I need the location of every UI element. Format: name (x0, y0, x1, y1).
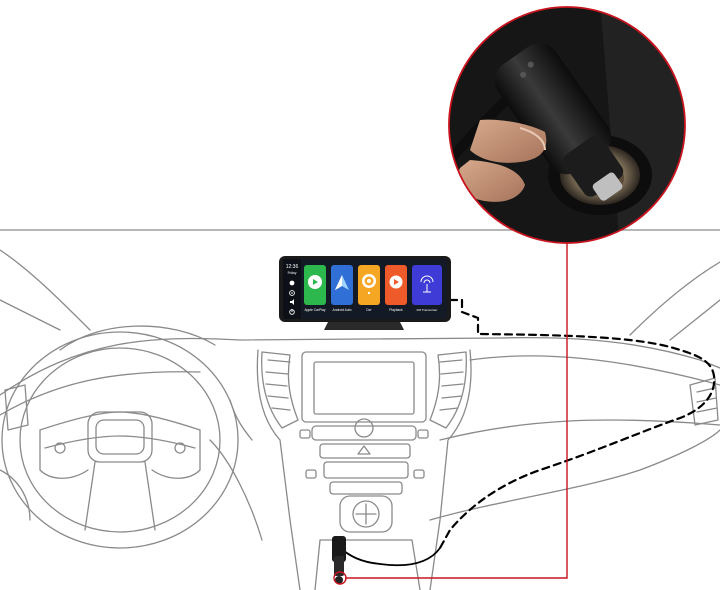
sidebar-icons (289, 280, 295, 315)
cluster-hood (59, 325, 216, 351)
head-unit-screen (313, 361, 415, 415)
dash-trim (229, 399, 253, 441)
app-label: Apple CarPlay (304, 308, 325, 312)
status-date: Friday (288, 271, 297, 275)
volume-icon[interactable] (290, 299, 294, 305)
app-tile-dvr[interactable]: Dvr (358, 265, 380, 312)
a-pillar-left-inner (0, 299, 61, 331)
callout-line (345, 232, 568, 579)
dashboard-top (0, 336, 720, 396)
a-pillar-left (0, 249, 91, 331)
cable-route-solid (339, 547, 441, 567)
passenger-sweep (429, 429, 720, 521)
dashboard-lower-right (439, 419, 720, 441)
center-vent-left (261, 351, 299, 429)
device-sidebar (283, 259, 301, 319)
app-tile-fm-transmitter[interactable]: FM Transmitter (412, 265, 442, 312)
status-time: 12:36 (286, 264, 299, 270)
fm-transmitter-icon (420, 275, 434, 293)
left-vent (4, 384, 29, 431)
a-pillar-right (629, 261, 720, 336)
dashboard-right-ridge (469, 355, 720, 386)
cable-route-dashed (438, 298, 716, 550)
lighter-panel (339, 495, 393, 533)
dashboard-left-ridge (0, 371, 201, 416)
zoom-photo (449, 7, 685, 243)
app-label: FM Transmitter (417, 308, 438, 312)
power-icon[interactable] (289, 309, 295, 315)
callout-target-ring (333, 571, 347, 585)
app-tile-carplay[interactable]: Apple CarPlay (304, 265, 326, 312)
app-label: Playback (389, 308, 403, 312)
app-tile-android-auto[interactable]: Android Auto (331, 265, 353, 312)
settings-icon[interactable] (289, 290, 295, 296)
lighter-plug (332, 536, 346, 584)
steering-wheel (1, 331, 239, 549)
zoom-circle-border (448, 6, 686, 244)
center-vent-right (429, 351, 467, 429)
home-icon[interactable] (289, 280, 295, 286)
callout-connector (333, 232, 568, 585)
dvr-icon (362, 274, 376, 288)
app-label: Dvr (366, 308, 372, 312)
power-cable (339, 298, 716, 567)
vent-slat (696, 407, 718, 413)
app-tile-playback[interactable]: Playback (385, 265, 407, 312)
app-label: Android Auto (333, 308, 352, 312)
a-pillar-right-inner (669, 299, 720, 341)
carplay-device: 12:36 Friday Apple CarPlay Androi (279, 256, 451, 330)
knee-panel (209, 439, 263, 541)
door-left (0, 469, 31, 521)
center-stack (256, 349, 472, 590)
head-unit-bezel (301, 351, 427, 423)
finger (458, 160, 525, 202)
car-interior-line-art (0, 229, 720, 590)
